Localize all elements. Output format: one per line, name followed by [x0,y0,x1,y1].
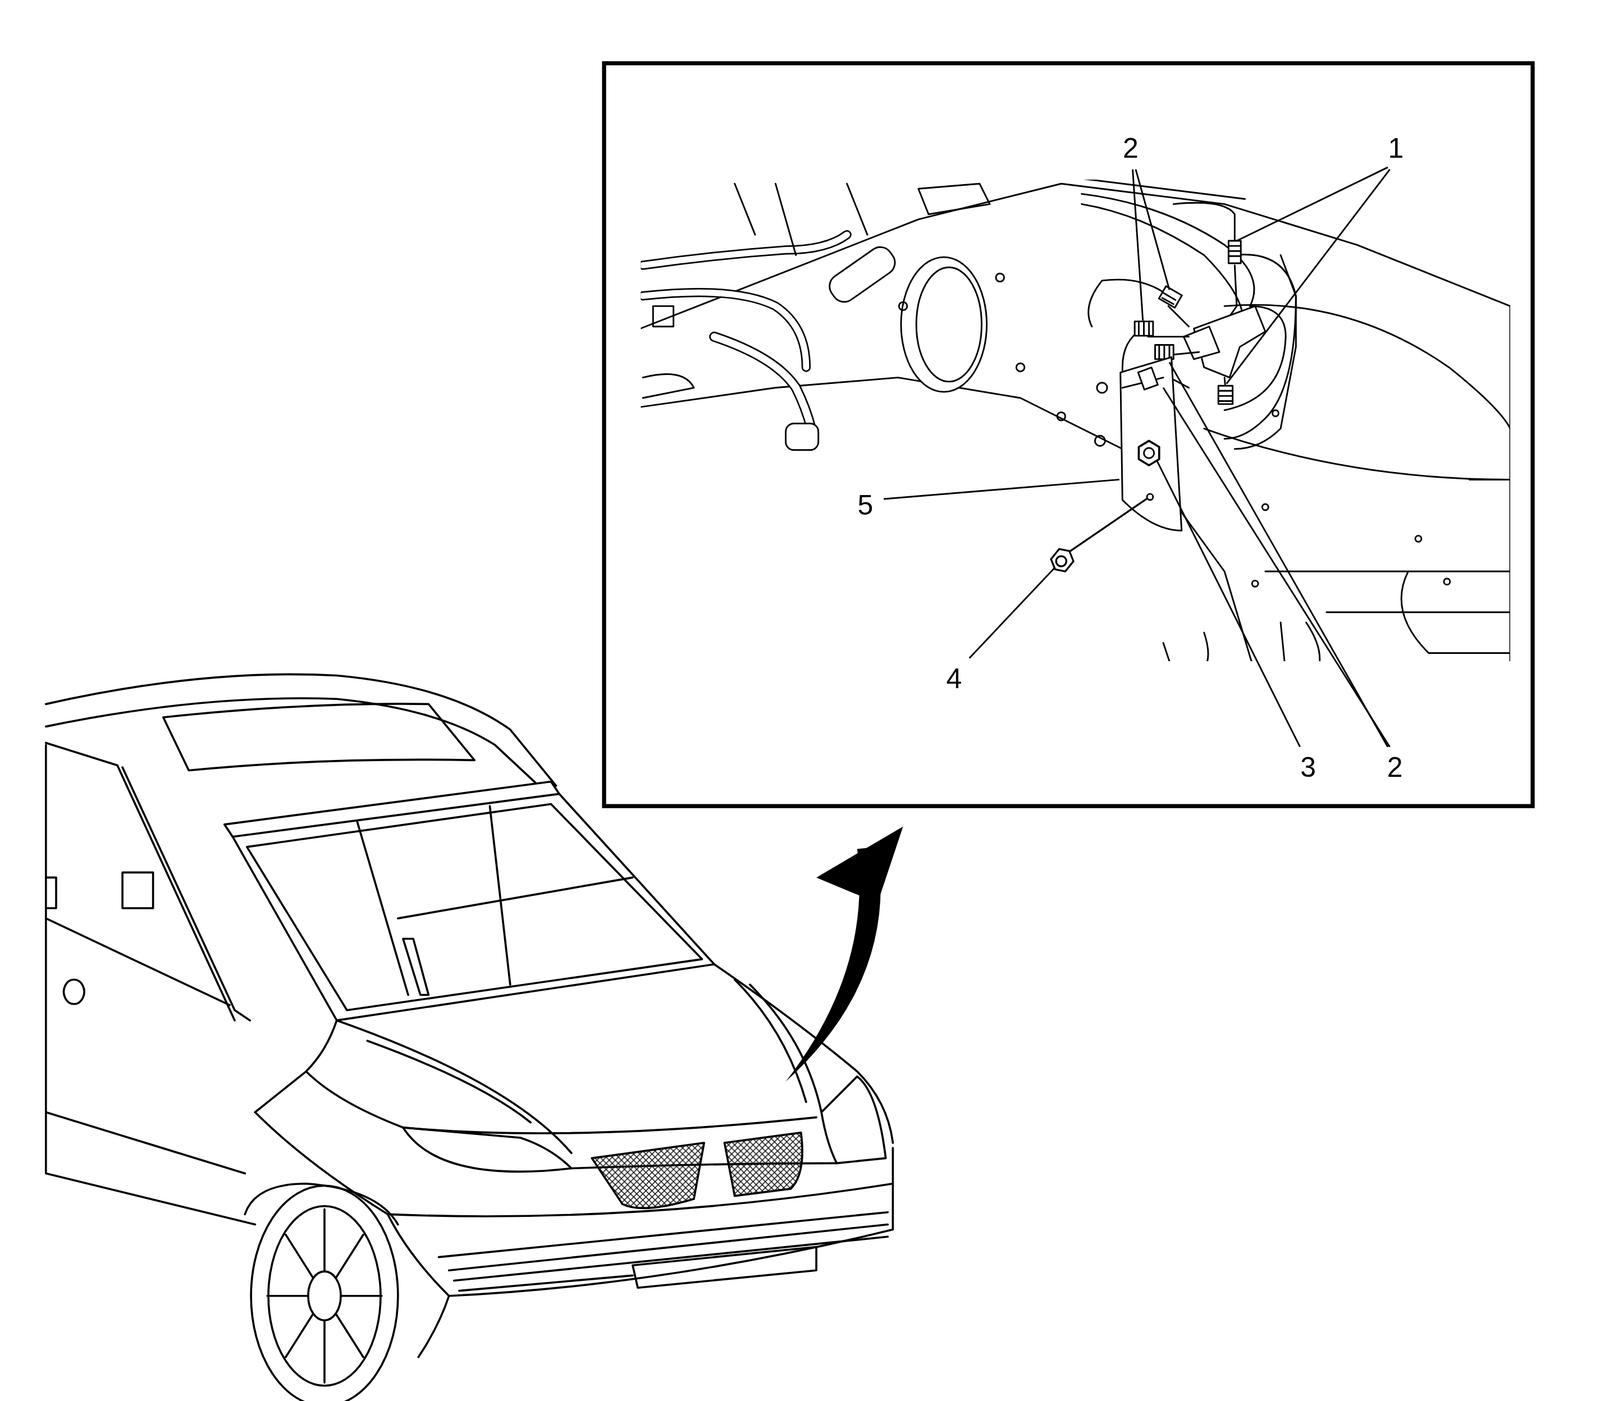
pointer-arrow [785,826,904,1082]
callout-number: 4 [946,664,963,693]
leader-lines [883,167,1391,748]
callout-number: 5 [857,491,873,520]
callout-number: 3 [1300,753,1316,782]
brake-line-detail [640,179,1511,662]
callout-number: 2 [1122,134,1139,163]
callout-number: 2 [1387,753,1403,782]
callout-number: 1 [1388,134,1405,163]
inset-frame [604,63,1533,807]
bolt [1050,497,1149,572]
